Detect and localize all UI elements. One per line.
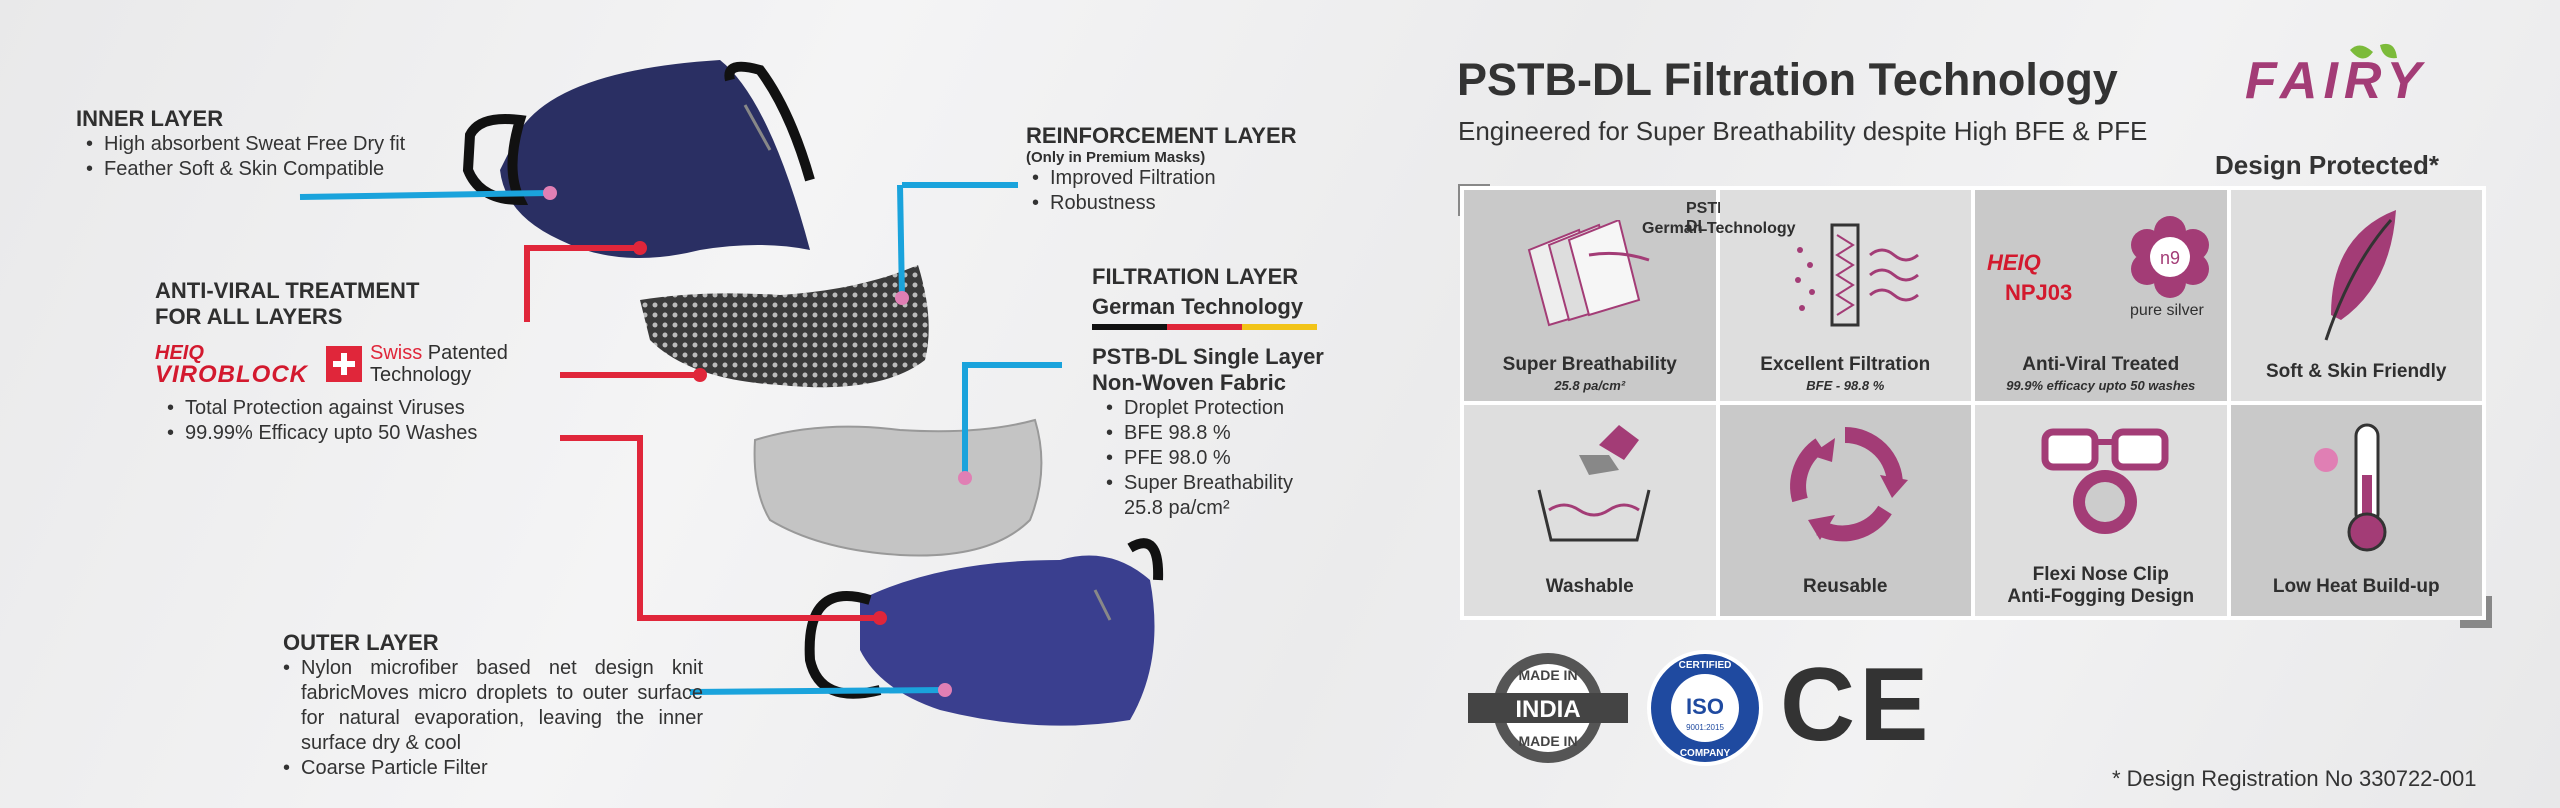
brand-text: FAIRY — [2245, 52, 2427, 110]
antiviral-item: 99.99% Efficacy upto 50 Washes — [167, 421, 575, 446]
heiq-label: HEIQ — [1987, 250, 2041, 275]
india-text: INDIA — [1515, 696, 1580, 723]
german-flag-bar — [1092, 324, 1317, 330]
reinforcement-block: REINFORCEMENT LAYER (Only in Premium Mas… — [1026, 123, 1297, 216]
iso-number: 9001:2015 — [1686, 723, 1724, 732]
feature-sub: 25.8 pa/cm² — [1554, 378, 1626, 393]
made-in-bottom: MADE IN — [1518, 733, 1577, 749]
ce-mark: CE — [1780, 647, 1933, 763]
outer-layer-block: OUTER LAYER Nylon microfiber based net d… — [283, 630, 703, 781]
antiviral-block: ANTI-VIRAL TREATMENT FOR ALL LAYERS HEIQ… — [155, 278, 575, 446]
feature-reusable: Reusable — [1719, 405, 1971, 616]
filter-waves-icon — [1794, 223, 1919, 327]
feature-title: Reusable — [1803, 576, 1888, 597]
recycle-icon — [1789, 427, 1908, 542]
registration-note: * Design Registration No 330722-001 — [2112, 766, 2477, 791]
filtration-item: PFE 98.0 % — [1106, 446, 1324, 471]
feature-title: Low Heat Build-up — [2272, 576, 2440, 597]
filtration-block: FILTRATION LAYER German Technology PSTB-… — [1092, 264, 1324, 521]
antiviral-item: Total Protection against Viruses — [167, 396, 575, 421]
filtration-layer-mask — [753, 418, 1043, 557]
brand-logo: FAIRY — [2245, 40, 2495, 120]
inner-layer-item: High absorbent Sweat Free Dry fit — [86, 132, 405, 157]
reinforcement-subtitle: (Only in Premium Masks) — [1026, 149, 1206, 166]
filtration-line2: Non-Woven Fabric — [1092, 370, 1286, 395]
feature-low-heat: Low Heat Build-up — [2230, 405, 2482, 616]
outer-layer-title: OUTER LAYER — [283, 630, 439, 655]
technology-label: Technology — [370, 364, 472, 386]
heiq-text: HEIQ — [155, 342, 204, 364]
n9-text: n9 — [2160, 248, 2180, 268]
feature-sub: BFE - 98.8 % — [1806, 378, 1885, 393]
design-protected-label: Design Protected* — [2215, 150, 2439, 180]
feature-title: Soft & Skin Friendly — [2265, 361, 2447, 382]
iso-badge: CERTIFIED ISO 9001:2015 COMPANY — [1645, 648, 1765, 768]
inner-layer-title: INNER LAYER — [76, 106, 224, 131]
reinforcement-layer-mask — [640, 265, 929, 388]
feature-title: Washable — [1545, 576, 1634, 597]
inner-layer-mask — [462, 60, 815, 258]
made-in-india-badge: INDIA MADE IN MADE IN — [1463, 648, 1633, 768]
antiviral-title-2: FOR ALL LAYERS — [155, 304, 343, 329]
feature-title-2: Anti-Fogging Design — [2007, 586, 2195, 607]
outer-layer-item: Nylon microfiber based net design knit f… — [283, 656, 703, 756]
reinforcement-item: Robustness — [1032, 191, 1297, 216]
inner-layer-block: INNER LAYER High absorbent Sweat Free Dr… — [76, 106, 405, 182]
reinforcement-item: Improved Filtration — [1032, 166, 1297, 191]
feature-super-breathability: PSTB-DL German Technology Super Breathab… — [1464, 190, 1796, 401]
glasses-mask-icon — [2041, 428, 2169, 534]
feather-icon — [2324, 210, 2396, 341]
feature-title: Flexi Nose Clip — [2032, 564, 2169, 585]
iso-bottom-text: COMPANY — [1680, 748, 1731, 759]
outer-layer-mask — [804, 538, 1164, 726]
filtration-item: BFE 98.8 % — [1106, 421, 1324, 446]
filtration-extra: 25.8 pa/cm² — [1124, 497, 1230, 519]
swiss-label: Swiss — [370, 342, 423, 364]
connector-lines — [299, 182, 1062, 695]
connector-dots — [543, 186, 972, 697]
pure-silver-icon: n9 — [2131, 216, 2209, 298]
outer-layer-item: Coarse Particle Filter — [283, 756, 703, 781]
filtration-subtitle: German Technology — [1092, 294, 1304, 319]
heiq-viroblock-logo: HEIQ VIROBLOCK — [155, 342, 308, 388]
filtration-item: Droplet Protection — [1106, 396, 1324, 421]
iso-text: ISO — [1686, 694, 1724, 719]
feature-washable: Washable — [1464, 405, 1716, 616]
feature-title: Super Breathability — [1502, 354, 1677, 375]
thermometer-icon — [2313, 423, 2386, 552]
feature-excellent-filtration: Excellent Filtration BFE - 98.8 % — [1719, 190, 1971, 401]
feature-sub: 99.9% efficacy upto 50 washes — [2006, 378, 2196, 393]
washing-icon — [1537, 425, 1651, 542]
mask-layers-illustration — [299, 60, 1164, 726]
layered-fabric-icon — [1527, 220, 1650, 327]
made-in-top: MADE IN — [1518, 667, 1577, 683]
feature-anti-viral: HEIQ NPJ03 n9 pure silver Anti-Viral Tre… — [1975, 190, 2227, 401]
swiss-flag-icon — [326, 346, 362, 382]
iso-top-text: CERTIFIED — [1679, 660, 1732, 671]
reinforcement-title: REINFORCEMENT LAYER — [1026, 123, 1297, 148]
feature-title: Excellent Filtration — [1760, 354, 1931, 375]
pure-silver-label: pure silver — [2130, 302, 2204, 319]
page-subtitle: Engineered for Super Breathability despi… — [1458, 116, 2148, 146]
feature-nose-clip: Flexi Nose Clip Anti-Fogging Design — [1975, 405, 2227, 616]
feature-title: Anti-Viral Treated — [2022, 354, 2180, 375]
patented-label: Patented — [427, 342, 508, 364]
features-grid: PSTB-DL German Technology Super Breathab… — [1460, 186, 2486, 620]
pstb-label-2: German Technology — [1642, 220, 1796, 237]
filtration-line1: PSTB-DL Single Layer — [1092, 344, 1324, 369]
filtration-item: Super Breathability — [1106, 471, 1324, 496]
feature-soft-skin: Soft & Skin Friendly — [2230, 190, 2482, 401]
page-title: PSTB-DL Filtration Technology — [1457, 54, 2118, 105]
inner-layer-item: Feather Soft & Skin Compatible — [86, 157, 405, 182]
frame-corner — [2460, 596, 2492, 628]
antiviral-title-1: ANTI-VIRAL TREATMENT — [155, 278, 420, 303]
viroblock-text: VIROBLOCK — [155, 361, 308, 388]
npj-label: NPJ03 — [2005, 280, 2073, 305]
filtration-title: FILTRATION LAYER — [1092, 264, 1299, 289]
